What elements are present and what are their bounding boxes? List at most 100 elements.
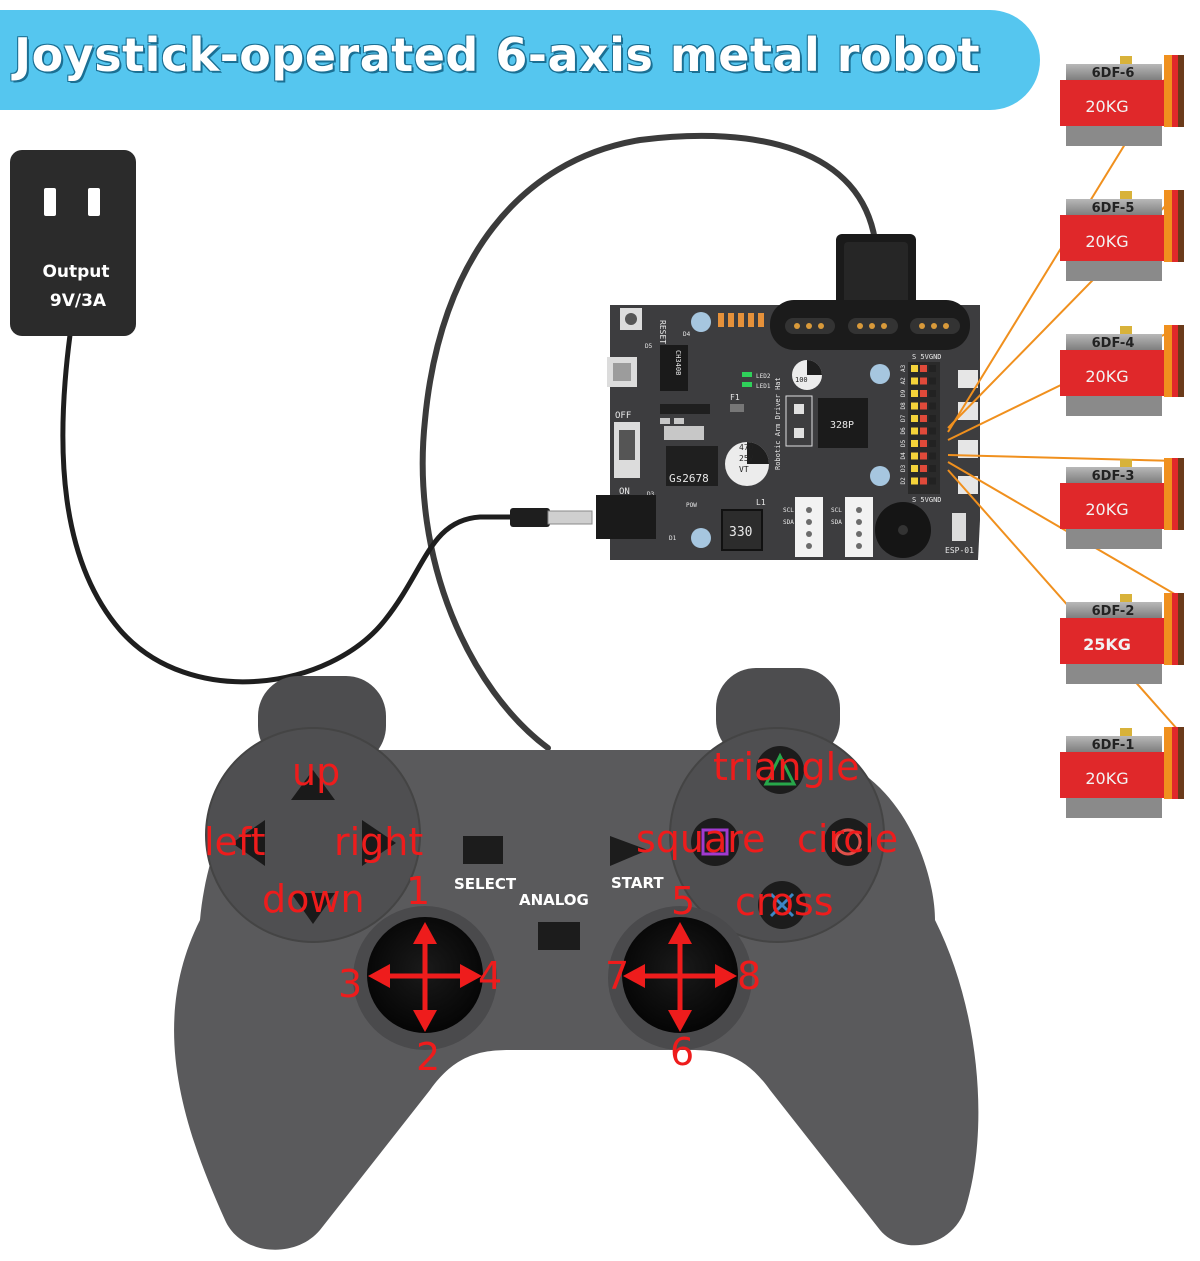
servo-wire (947, 454, 1179, 462)
switch-on-label: ON (619, 487, 630, 497)
inductor-value: 330 (729, 525, 752, 540)
square-label: square (636, 817, 765, 861)
d5-label: D5 (645, 343, 653, 350)
sda-label-1: SDA (783, 519, 794, 526)
square-button[interactable] (691, 818, 739, 866)
cap-470-label: 470 (739, 443, 754, 452)
header-pin (929, 390, 936, 397)
right-stick-right-label: 8 (737, 954, 761, 998)
servo-6df-3: 6DF-3 20KG (1060, 458, 1184, 549)
regulator-label: Gs2678 (669, 472, 709, 485)
d4-label: D4 (683, 331, 691, 338)
pin-label: D3 (900, 464, 907, 472)
pin-label: D5 (900, 439, 907, 447)
servo-name-label: 6DF-4 (1092, 336, 1135, 351)
circle-button[interactable] (824, 818, 872, 866)
header-pin (920, 477, 927, 485)
sda-label-2: SDA (831, 519, 842, 526)
ch340-label: CH340B (674, 350, 682, 375)
header-pin (920, 440, 927, 447)
triangle-label: triangle (713, 745, 860, 789)
header-pin (911, 402, 918, 410)
servo-rating-label: 20KG (1085, 769, 1128, 788)
servo-name-label: 6DF-2 (1092, 604, 1135, 619)
circle-icon (834, 828, 862, 856)
adapter-prong-right (88, 188, 100, 216)
led1-label: LED1 (756, 383, 771, 390)
pin-label: D6 (900, 427, 907, 435)
power-adapter: Output 9V/3A (10, 150, 136, 336)
header-pin (920, 377, 927, 385)
mcu-label: 328P (830, 420, 854, 431)
led2-label: LED2 (756, 373, 771, 380)
start-label: START (611, 874, 664, 892)
servo-stack: 6DF-620KG6DF-520KG6DF-420KG6DF-320KG6DF-… (1060, 55, 1184, 818)
dpad-up-arrow-icon[interactable] (291, 770, 335, 800)
header-pin (911, 452, 918, 460)
servo-rating-label: 20KG (1085, 232, 1128, 251)
header-pin (920, 465, 927, 472)
header-pin (911, 365, 918, 372)
reset-label: RESET (658, 320, 667, 344)
servo-name-label: 6DF-3 (1092, 469, 1135, 484)
left-stick-right-label: 4 (478, 954, 502, 998)
header-pin (920, 415, 927, 422)
d3-label: D3 (647, 491, 655, 498)
pow-label: POW (686, 502, 697, 509)
header-pin (929, 427, 936, 435)
pin-header-label: S 5VGND (912, 353, 942, 361)
header-pin (911, 377, 918, 385)
start-button[interactable] (610, 836, 648, 866)
servo-rating-label: 25KG (1083, 635, 1131, 654)
dpad-right-arrow-icon[interactable] (362, 820, 396, 866)
servo-name-label: 6DF-1 (1092, 738, 1135, 753)
dpad-left-label: left (204, 820, 266, 864)
servo-name-label: 6DF-6 (1092, 66, 1135, 81)
header-pin (920, 427, 927, 435)
header-pin (911, 427, 918, 435)
servo-rating-label: 20KG (1085, 500, 1128, 519)
header-pin (911, 465, 918, 472)
left-stick-up-label: 1 (406, 869, 430, 913)
analog-label: ANALOG (519, 891, 589, 909)
triangle-button[interactable] (756, 746, 804, 794)
dpad-left-arrow-icon[interactable] (232, 820, 265, 866)
right-stick-left-label: 7 (605, 954, 629, 998)
esp-label: ESP-01 (945, 546, 974, 555)
header-pin (929, 377, 936, 385)
dpad-down-label: down (262, 877, 365, 921)
cross-button[interactable] (758, 881, 806, 929)
header-pin (911, 415, 918, 422)
inductor-label: L1 (756, 498, 766, 507)
button-labels: up left right down triangle square circl… (204, 745, 898, 1079)
header-pin (929, 465, 936, 472)
header-pin (920, 365, 927, 372)
gamepad-cable (419, 132, 878, 751)
cross-icon (769, 892, 795, 918)
servo-6df-1: 6DF-1 20KG (1060, 727, 1184, 818)
left-stick-left-label: 3 (338, 962, 362, 1006)
pin-label: D2 (900, 477, 907, 485)
cap-100-label: 100 (795, 376, 808, 384)
board-name: Robotic Arm Driver Hat (774, 377, 782, 470)
header-pin (929, 365, 936, 372)
analog-button[interactable] (538, 922, 580, 950)
cap-25v-label: 25V (739, 454, 754, 463)
switch-off-label: OFF (615, 411, 631, 421)
pin-header-label-bottom: S 5VGND (912, 496, 942, 504)
driver-board: RESET CH340B D5 D4 LED2 LED1 100 F1 OFF … (596, 300, 980, 560)
servo-6df-2: 6DF-2 25KG (1060, 593, 1184, 684)
header-pin (929, 452, 936, 460)
right-stick-arrows-icon (623, 922, 737, 1032)
dpad-up-label: up (292, 750, 340, 794)
dpad-down-arrow-icon[interactable] (291, 893, 335, 924)
pin-label: A3 (900, 364, 907, 372)
select-button[interactable] (463, 836, 503, 864)
d1-label: D1 (669, 535, 677, 542)
circle-label: circle (797, 817, 898, 861)
cross-label: cross (735, 880, 834, 924)
scl-label-1: SCL (783, 507, 794, 514)
